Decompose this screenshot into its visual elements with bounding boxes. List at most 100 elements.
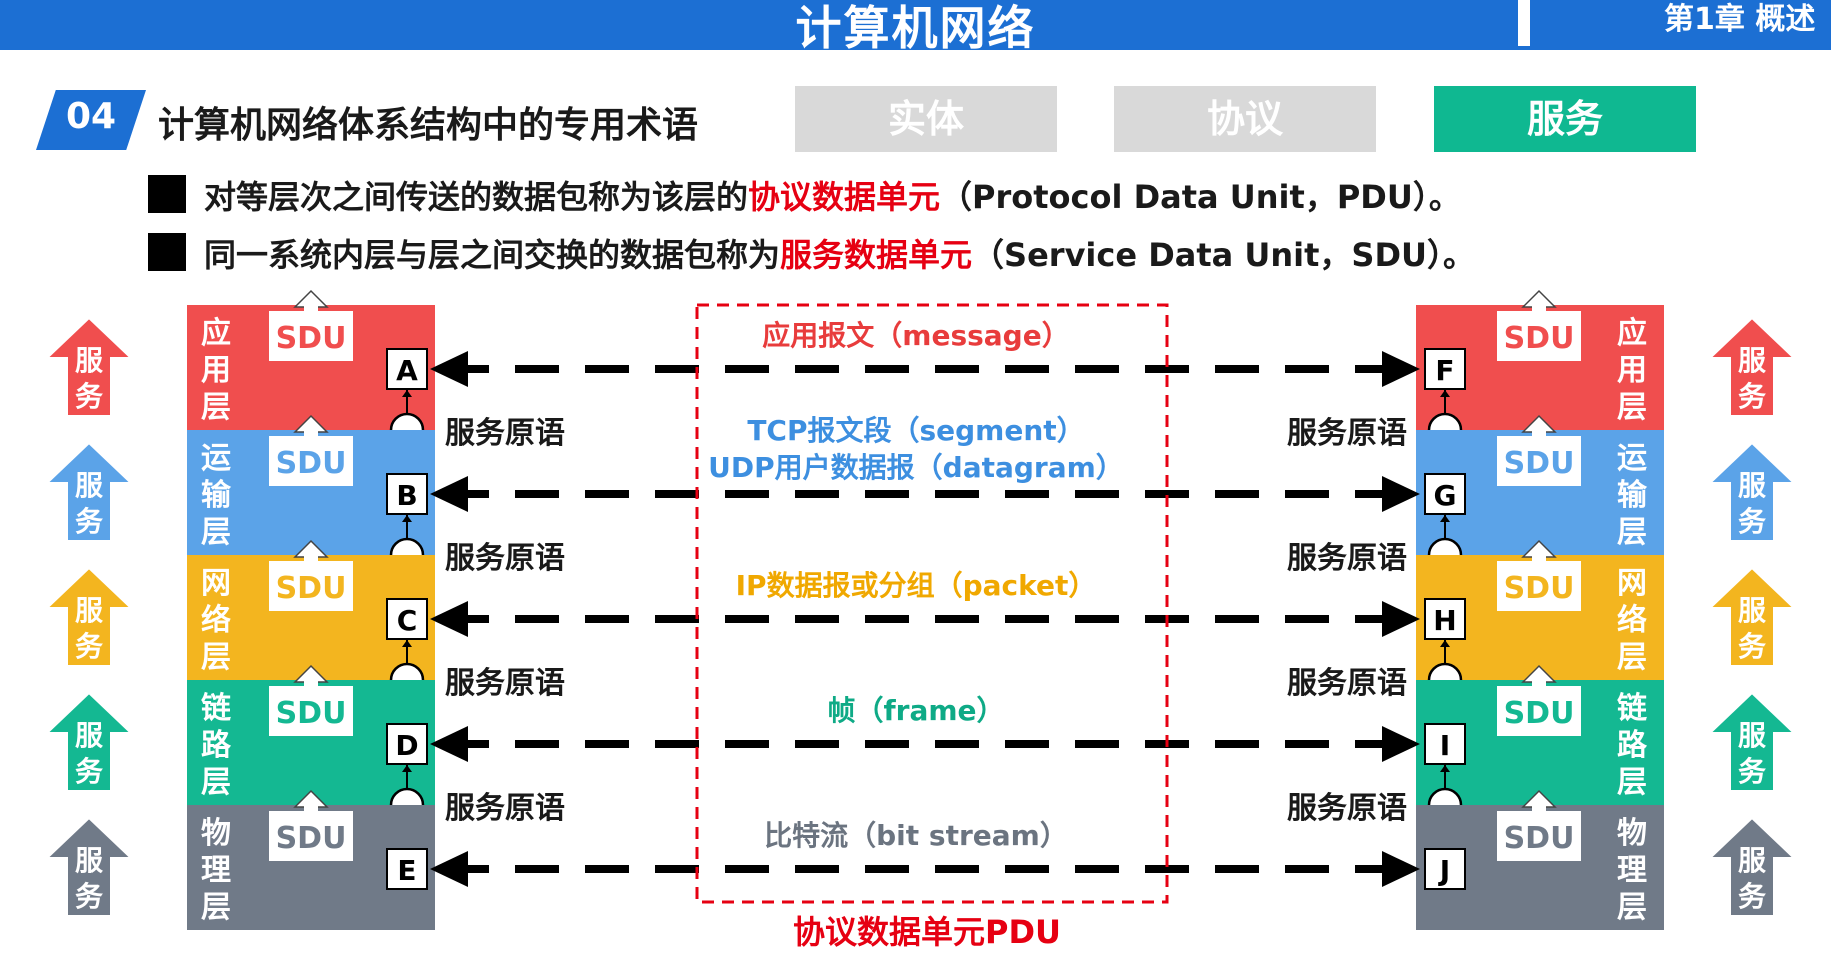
layer-name-char: 链 [201,691,231,726]
arrow-up-head [1440,765,1450,772]
service-up-arrow-icon: 服务 [44,441,134,542]
sdu-arrow-stem [1532,431,1546,437]
sdu-tag: SDU [269,789,353,861]
layer-name-char: 路 [1617,728,1648,763]
layer-name-char: 层 [201,515,231,550]
sdu-box [1497,686,1581,736]
layer-name-char: 运 [201,441,231,476]
sap-label: D [395,729,418,762]
right-stack: 应用层SDUF服务原语运输层SDUG服务原语网络层SDUH服务原语链路层SDUI… [1287,289,1664,930]
section-number-badge: 04 [36,90,146,150]
tab-protocol[interactable]: 协议 [1114,86,1376,152]
service-up-arrow-icon: 服务 [1707,816,1797,917]
pdu-name-secondary: UDP用户数据报（datagram） [708,451,1124,484]
layer-name-char: 应 [201,316,231,351]
sdu-tag: SDU [1497,539,1581,611]
sap-label: F [1435,354,1454,387]
arrow-up-head [1440,640,1450,647]
sdu-arrow-stem [304,806,318,812]
section-title: 计算机网络体系结构中的专用术语 [158,105,699,146]
arrow-right-head [1382,726,1420,762]
sdu-label: SDU [276,321,347,356]
bullet-marker [148,233,186,271]
arrow-left-head [430,851,468,887]
service-up-arrow-icon: 服务 [1707,316,1797,417]
bullet-highlight: 服务数据单元 [780,236,973,274]
bullet-highlight: 协议数据单元 [748,178,941,216]
layer-name-char: 层 [1617,765,1647,800]
service-primitive-label: 服务原语 [1287,666,1407,701]
arrow-up-head [402,640,412,647]
service-up-arrow-icon: 服务 [44,691,134,792]
sdu-label: SDU [1504,446,1575,481]
sdu-box [1497,311,1581,361]
pdu-box-label: 协议数据单元PDU [793,913,1061,951]
service-arrow-char: 服 [1738,594,1767,627]
layer-name-char: 层 [1617,890,1647,925]
sdu-box [1497,561,1581,611]
layer-name-char: 用 [201,353,231,388]
service-primitive-label: 服务原语 [445,541,565,576]
service-arrow-char: 务 [75,505,103,538]
sdu-up-arrow-icon [1521,289,1557,308]
header-divider [1518,0,1530,46]
service-arrow-char: 服 [1738,844,1767,877]
layer-name-char: 物 [1617,816,1647,851]
arrow-right-head [1382,601,1420,637]
tab-entity[interactable]: 实体 [795,86,1057,152]
service-arrow-char: 服 [75,719,104,752]
arrow-left-head [430,726,468,762]
pdu-lines: 应用报文（message）TCP报文段（segment）UDP用户数据报（dat… [430,319,1420,887]
arrow-up-head [1440,390,1450,397]
service-arrow-char: 务 [75,630,103,663]
sap-label: J [1438,854,1450,887]
sdu-arrow-stem [304,556,318,562]
layer-name-char: 用 [1617,353,1647,388]
header-bar: 计算机网络 第1章 概述 [0,0,1831,55]
layer-name-char: 链 [1617,691,1647,726]
chapter-label: 第1章 概述 [1664,2,1816,37]
sap-point-E [386,848,428,890]
tab-service[interactable]: 服务 [1434,86,1696,152]
sdu-arrow-stem [1532,556,1546,562]
service-arrow-char: 服 [1738,469,1767,502]
section-number: 04 [65,96,117,137]
service-arrow-char: 务 [75,755,103,788]
arrow-up-head [402,515,412,522]
service-arrow-char: 务 [1738,880,1766,913]
sdu-label: SDU [1504,696,1575,731]
sdu-label: SDU [1504,321,1575,356]
sdu-box [1497,436,1581,486]
arrow-up-head [1440,515,1450,522]
service-arrow-char: 服 [75,844,104,877]
layer-name-char: 网 [201,566,231,601]
layer-name-char: 路 [201,728,232,763]
sdu-tag: SDU [269,664,353,736]
sdu-tag: SDU [1497,664,1581,736]
layer-name-char: 理 [1617,853,1647,888]
service-arrow-char: 服 [75,469,104,502]
sdu-up-arrow-icon [293,289,329,308]
sdu-box [269,811,353,861]
service-arrow-char: 务 [1738,505,1766,538]
service-primitive-label: 服务原语 [1287,791,1407,826]
sdu-box [269,686,353,736]
bullet-sdu: 同一系统内层与层之间交换的数据包称为服务数据单元（Service Data Un… [204,230,1475,276]
sdu-label: SDU [276,696,347,731]
sap-label: I [1440,729,1450,762]
bullet-text: 同一系统内层与层之间交换的数据包称为 [204,236,781,274]
sap-point-G [1424,473,1466,515]
pdu-name: 帧（frame） [827,694,1004,727]
pdu-name: IP数据报或分组（packet） [736,569,1097,602]
layer-name-char: 输 [201,478,232,513]
bullet-text-suffix: （Protocol Data Unit，PDU）。 [940,178,1461,216]
service-primitive-label: 服务原语 [1287,416,1407,451]
pdu-name: 比特流（bit stream） [764,819,1068,852]
arrow-up-head [402,765,412,772]
page-title: 计算机网络 [795,1,1036,55]
sdu-arrow-stem [1532,806,1546,812]
sdu-arrow-stem [304,306,318,312]
service-arrow-char: 务 [1738,755,1766,788]
arrow-up-head [402,390,412,397]
sap-label: B [396,479,417,512]
